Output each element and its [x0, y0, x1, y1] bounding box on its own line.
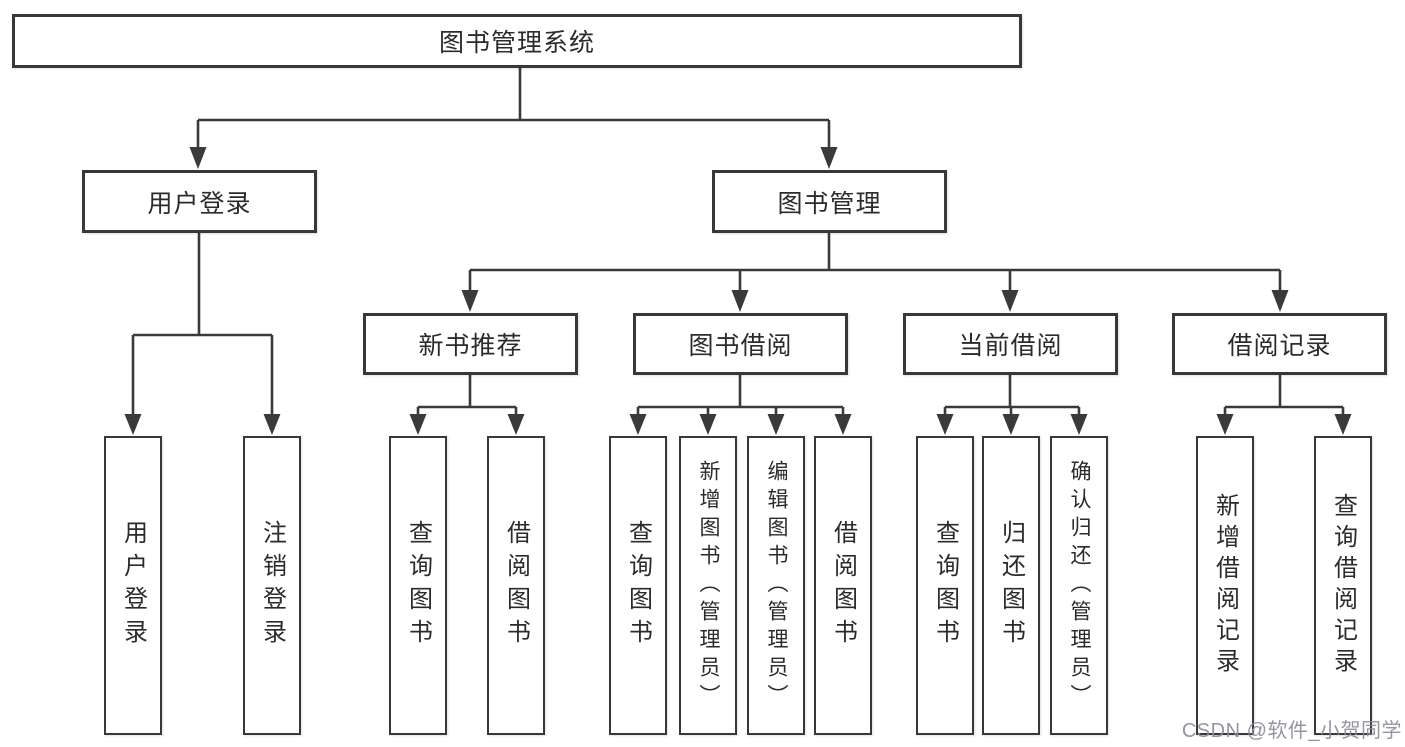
leaf-add-borrow-record: 新增借阅记录	[1196, 436, 1254, 735]
edge-recommend-to-leaves	[409, 375, 525, 435]
edge-records-to-leaves	[1216, 375, 1352, 435]
node-borrow-records: 借阅记录	[1172, 313, 1387, 375]
watermark: CSDN @软件_小贺同学	[1181, 720, 1402, 742]
leaf-logout-login: 注销登录	[243, 436, 301, 735]
node-new-book-recommend: 新书推荐	[363, 313, 578, 375]
leaf-borrow-books-recommend: 借阅图书	[487, 436, 545, 735]
leaf-add-books-admin: 新增图书（管理员）	[679, 436, 737, 735]
leaf-query-borrow-record: 查询借阅记录	[1314, 436, 1372, 735]
node-current-borrow: 当前借阅	[903, 313, 1118, 375]
edge-current-to-leaves	[936, 375, 1088, 435]
node-user-login: 用户登录	[82, 170, 317, 233]
leaf-query-books-borrow: 查询图书	[609, 436, 667, 735]
leaf-user-login: 用户登录	[104, 436, 162, 735]
leaf-query-books-recommend: 查询图书	[389, 436, 447, 735]
node-book-management: 图书管理	[712, 170, 947, 233]
node-library-system: 图书管理系统	[12, 14, 1022, 68]
leaf-edit-books-admin: 编辑图书（管理员）	[747, 436, 805, 735]
leaf-return-books: 归还图书	[982, 436, 1040, 735]
leaf-query-books-current: 查询图书	[916, 436, 974, 735]
leaf-confirm-return-admin: 确认归还（管理员）	[1050, 436, 1108, 735]
leaf-borrow-books: 借阅图书	[814, 436, 872, 735]
edge-borrow-to-leaves	[629, 375, 852, 435]
edge-book-management-to-level3	[461, 233, 1289, 312]
edge-user-login-to-leaves	[124, 233, 281, 435]
edge-root-to-level2	[189, 68, 838, 169]
node-book-borrow: 图书借阅	[633, 313, 848, 375]
